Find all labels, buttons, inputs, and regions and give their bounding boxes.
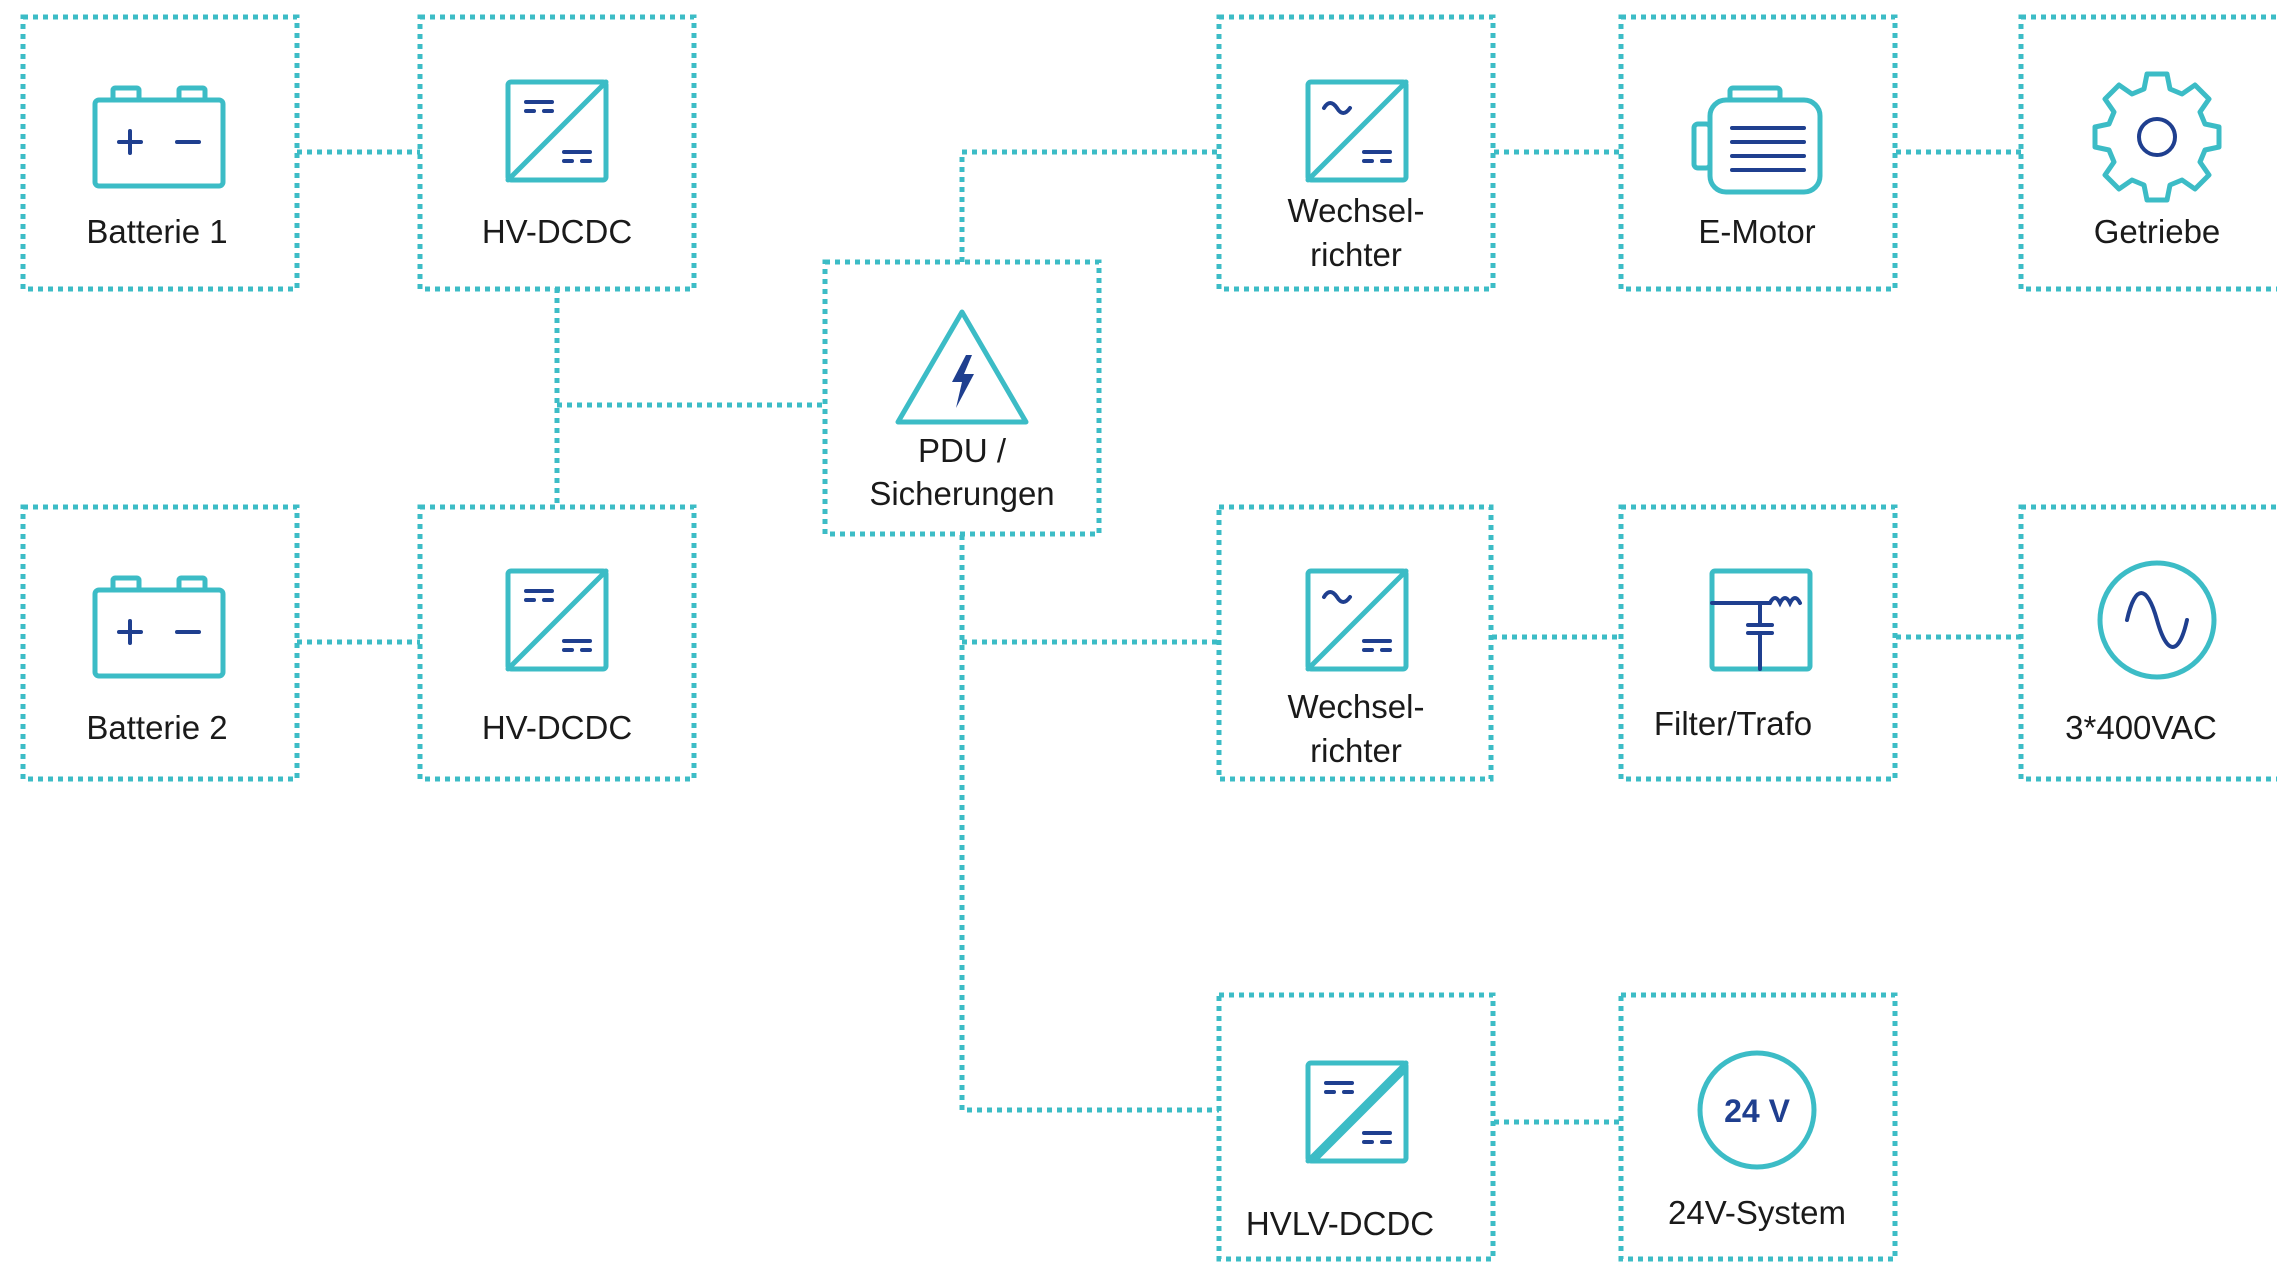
node-label: E-Motor — [1698, 213, 1815, 250]
gear-icon — [2092, 71, 2222, 203]
node-label-line1: Wechsel- — [1288, 192, 1425, 229]
node-batterie2: Batterie 2 — [20, 504, 300, 782]
connector-pdu-wechselrichter1 — [959, 149, 1219, 262]
inverter-icon — [1305, 79, 1409, 183]
node-emotor: E-Motor — [1618, 14, 1898, 292]
node-box — [417, 14, 697, 292]
node-batterie1: Batterie 1 — [20, 14, 300, 292]
high-voltage-warning-icon — [895, 309, 1029, 425]
electric-motor-icon — [1691, 85, 1823, 195]
node-sys24: 24 V 24V-System — [1618, 992, 1898, 1262]
node-box — [1216, 504, 1494, 782]
node-label: Filter/Trafo — [1654, 705, 1812, 742]
node-filter: Filter/Trafo — [1618, 504, 1898, 782]
node-label-line2: richter — [1310, 732, 1402, 769]
node-label: Batterie 1 — [86, 213, 227, 250]
node-hvdcdc1: HV-DCDC — [417, 14, 697, 292]
24v-badge-icon: 24 V — [1697, 1050, 1817, 1170]
node-ac: 3*400VAC — [2018, 504, 2277, 782]
node-box — [1618, 14, 1898, 292]
filter-circuit-icon — [1709, 568, 1813, 672]
node-label: HV-DCDC — [482, 213, 632, 250]
battery-icon — [92, 85, 226, 189]
connectors — [297, 149, 2021, 1125]
node-label: 3*400VAC — [2065, 709, 2217, 746]
node-box — [1618, 992, 1898, 1262]
node-box — [20, 14, 300, 292]
inverter-icon — [1305, 568, 1409, 672]
node-hvlv: HVLV-DCDC — [1216, 992, 1496, 1262]
node-label: 24V-System — [1668, 1194, 1846, 1231]
battery-icon — [92, 575, 226, 679]
node-box — [1618, 504, 1898, 782]
node-label-line1: Wechsel- — [1288, 688, 1425, 725]
node-label-line2: Sicherungen — [869, 475, 1054, 512]
node-box — [822, 259, 1102, 537]
node-label: Batterie 2 — [86, 709, 227, 746]
node-pdu: PDU / Sicherungen — [822, 259, 1102, 537]
node-box — [417, 504, 697, 782]
node-box — [20, 504, 300, 782]
node-wechselrichter1: Wechsel- richter — [1216, 14, 1496, 292]
dc-dc-converter-icon — [1305, 1060, 1409, 1164]
node-box — [2018, 14, 2277, 292]
node-label-line2: richter — [1310, 236, 1402, 273]
node-label: HV-DCDC — [482, 709, 632, 746]
node-hvdcdc2: HV-DCDC — [417, 504, 697, 782]
node-box — [1216, 14, 1496, 292]
node-label: HVLV-DCDC — [1246, 1205, 1434, 1242]
node-label-line1: PDU / — [918, 432, 1007, 469]
connector-pdu-vertical — [959, 535, 1219, 1113]
24v-badge-text: 24 V — [1724, 1093, 1790, 1129]
node-label: Getriebe — [2094, 213, 2221, 250]
ac-sine-icon — [2097, 560, 2217, 680]
dc-dc-converter-icon — [505, 79, 609, 183]
dc-dc-converter-icon — [505, 568, 609, 672]
node-getriebe: Getriebe — [2018, 14, 2277, 292]
node-box — [1216, 992, 1496, 1262]
node-box — [2018, 504, 2277, 782]
node-wechselrichter2: Wechsel- richter — [1216, 504, 1494, 782]
